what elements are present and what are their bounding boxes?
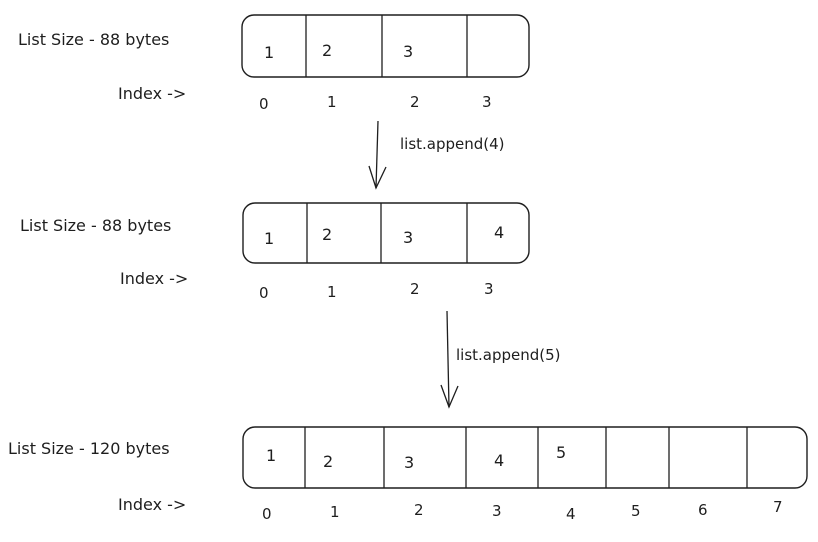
list-size-label: List Size - 120 bytes: [8, 439, 170, 458]
append-label: list.append(5): [456, 346, 561, 364]
append-arrow-2: list.append(5): [440, 310, 561, 409]
cell-value: 3: [403, 228, 413, 247]
cell-value: 2: [322, 225, 332, 244]
index-number: 0: [259, 95, 269, 113]
cell-value: 1: [266, 446, 276, 465]
list-container: [242, 426, 808, 489]
index-number: 3: [482, 93, 492, 111]
arrow-shaft: [375, 120, 379, 189]
index-label: Index ->: [118, 84, 186, 103]
append-arrow-1: list.append(4): [368, 120, 505, 190]
cell-value: 2: [323, 452, 333, 471]
cell-value: 1: [264, 229, 274, 248]
cell-value: 2: [322, 41, 332, 60]
index-number: 6: [698, 501, 708, 519]
index-number: 7: [773, 498, 783, 516]
cell-value: 1: [264, 43, 274, 62]
index-number: 2: [414, 501, 424, 519]
arrow-head: [440, 384, 459, 409]
index-number: 1: [330, 503, 340, 521]
index-number: 0: [259, 284, 269, 302]
list-size-label: List Size - 88 bytes: [18, 30, 169, 49]
index-number: 3: [492, 502, 502, 520]
list-row-2: List Size - 88 bytes Index -> 1 2 3 4 0 …: [20, 202, 530, 302]
list-container: [242, 202, 530, 264]
arrow-head: [368, 165, 387, 190]
list-container: [241, 14, 530, 78]
index-number: 4: [566, 505, 576, 523]
cell-value: 3: [404, 453, 414, 472]
index-label: Index ->: [118, 495, 186, 514]
arrow-shaft: [446, 310, 450, 408]
list-size-label: List Size - 88 bytes: [20, 216, 171, 235]
index-number: 2: [410, 280, 420, 298]
cell-value: 3: [403, 42, 413, 61]
cell-value: 4: [494, 451, 504, 470]
cell-value: 5: [556, 443, 566, 462]
index-number: 0: [262, 505, 272, 523]
cell-value: 4: [494, 223, 504, 242]
list-row-3: List Size - 120 bytes Index -> 1 2 3 4 5…: [8, 426, 808, 523]
index-number: 1: [327, 283, 337, 301]
index-number: 5: [631, 502, 641, 520]
index-number: 3: [484, 280, 494, 298]
index-number: 1: [327, 93, 337, 111]
append-label: list.append(4): [400, 135, 505, 153]
index-number: 2: [410, 93, 420, 111]
list-row-1: List Size - 88 bytes Index -> 1 2 3 0 1 …: [18, 14, 530, 113]
index-label: Index ->: [120, 269, 188, 288]
